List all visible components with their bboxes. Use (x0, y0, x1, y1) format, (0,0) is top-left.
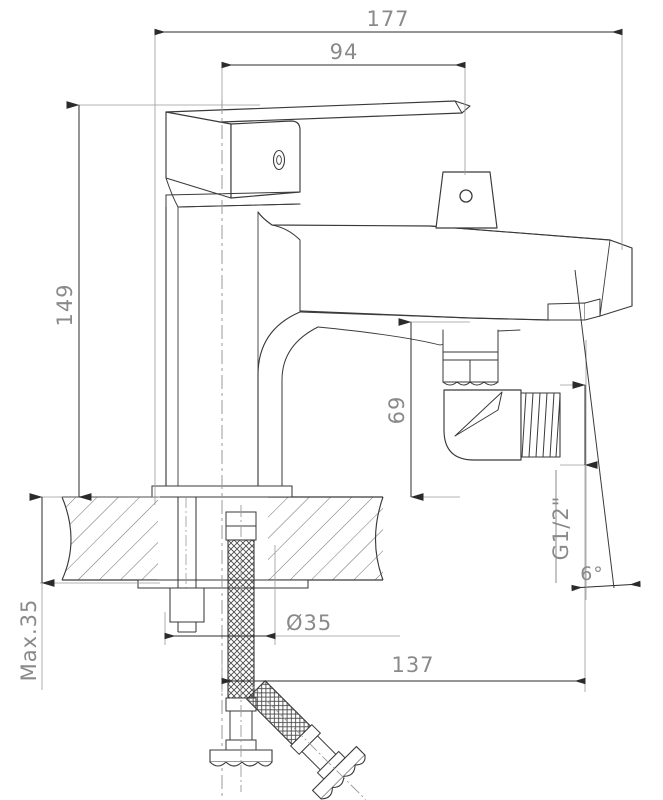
dim-label-177: 177 (366, 7, 409, 31)
dim-label-6deg: 6° (580, 563, 604, 585)
dim-label-max35: Max.35 (17, 599, 41, 682)
dim-label-149: 149 (53, 283, 77, 326)
lower-spout-neck (257, 311, 549, 498)
dim-label-137: 137 (391, 653, 434, 677)
mounting-hardware (137, 100, 309, 800)
aerator-outlet (439, 329, 521, 386)
dim-label-d35: Ø35 (286, 611, 332, 635)
braided-hoses (209, 505, 369, 800)
lever-handle (165, 100, 471, 208)
dimline-6deg (571, 580, 641, 592)
dimension-labels: 177 94 149 Max.35 69 Ø35 137 G1/2" 6° (17, 7, 604, 682)
hose-angled (246, 680, 369, 800)
faucet-geometry (165, 100, 633, 498)
dim-label-69: 69 (385, 396, 409, 425)
threaded-elbow (443, 389, 561, 461)
diverter-knob (435, 171, 498, 229)
extension-lines (40, 30, 623, 692)
dim-label-94: 94 (330, 40, 359, 64)
upper-spout-arm (257, 211, 633, 321)
dim-label-g12: G1/2" (549, 496, 573, 561)
dimension-lines (29, 28, 641, 690)
